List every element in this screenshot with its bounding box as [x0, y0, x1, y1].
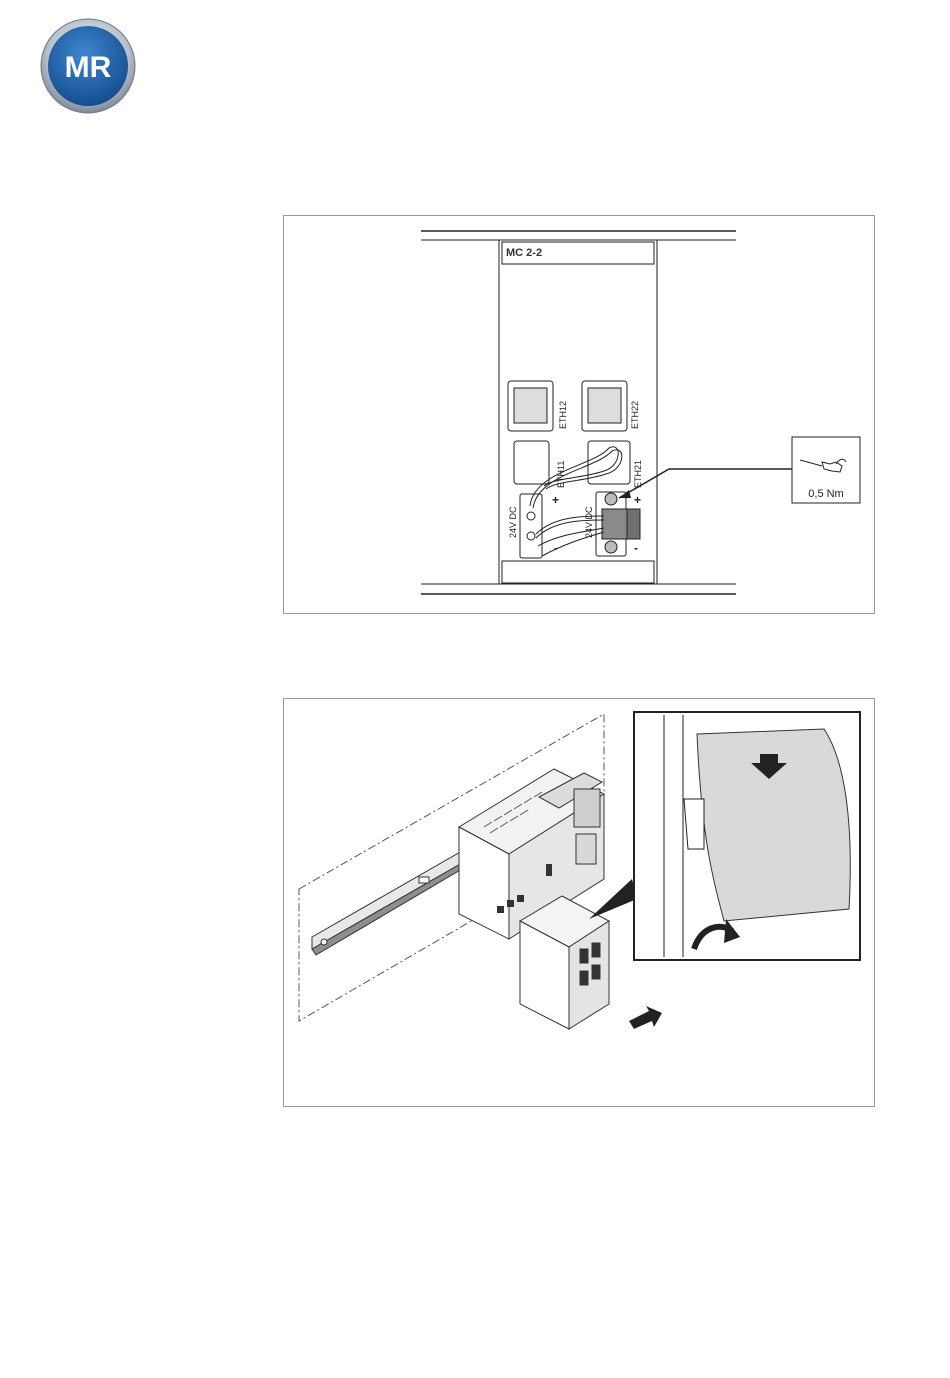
port-label-eth12: ETH12 — [558, 401, 568, 429]
logo-text: MR — [65, 51, 112, 84]
minus-sign-right: - — [634, 541, 638, 555]
device-label: MC 2-2 — [506, 247, 542, 259]
torque-callout: 0,5 Nm — [792, 437, 860, 503]
detail-inset — [634, 712, 860, 960]
pull-out-arrow-icon — [629, 1006, 662, 1029]
power-label-right: 24V DC — [584, 506, 594, 538]
mr-logo: MR — [40, 18, 136, 114]
port-label-eth22: ETH22 — [630, 401, 640, 429]
plus-sign-left: + — [552, 493, 559, 507]
wiring-diagram: MC 2-2 ETH12 ETH22 ETH11 ETH21 24V DC + … — [284, 216, 876, 615]
torque-value: 0,5 Nm — [808, 488, 843, 500]
power-label-left: 24V DC — [508, 506, 518, 538]
wiring-figure: MC 2-2 ETH12 ETH22 ETH11 ETH21 24V DC + … — [283, 215, 875, 614]
mr-logo-icon: MR — [40, 18, 136, 114]
din-rail-icon — [312, 847, 469, 955]
mounting-figure — [283, 698, 875, 1107]
mounting-diagram — [284, 699, 876, 1108]
power-terminal-left — [520, 494, 542, 558]
port-label-eth21: ETH21 — [633, 460, 643, 488]
plus-sign-right: + — [634, 493, 641, 507]
